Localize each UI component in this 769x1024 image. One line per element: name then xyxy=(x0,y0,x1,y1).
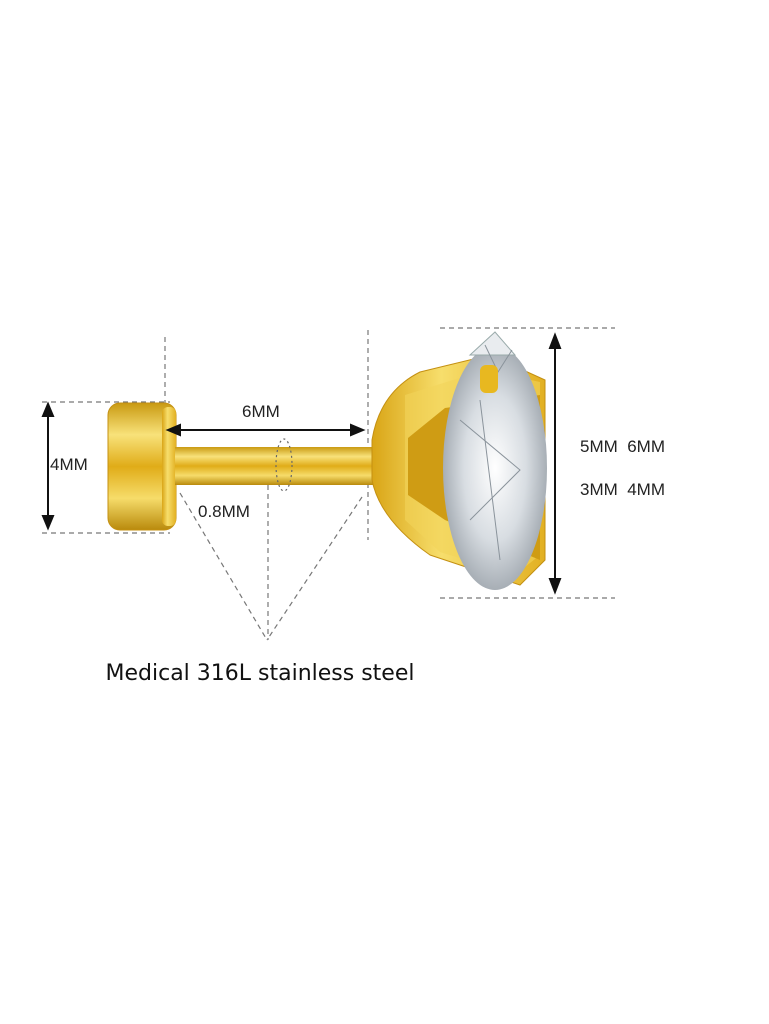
stone xyxy=(443,346,547,590)
bar-thickness-label: 0.8MM xyxy=(198,502,250,521)
bar-length-label: 6MM xyxy=(242,402,280,421)
earring-bar xyxy=(175,447,373,485)
material-caption: Medical 316L stainless steel xyxy=(106,661,415,686)
thickness-marker xyxy=(275,438,293,492)
stone-size-row1: 5MM 6MM xyxy=(580,437,665,456)
earring-back xyxy=(107,402,177,531)
stone-size-row2: 3MM 4MM xyxy=(580,480,665,499)
back-diameter-label: 4MM xyxy=(50,455,88,474)
stone-setting xyxy=(371,331,547,590)
dimension-arrows xyxy=(41,332,562,595)
